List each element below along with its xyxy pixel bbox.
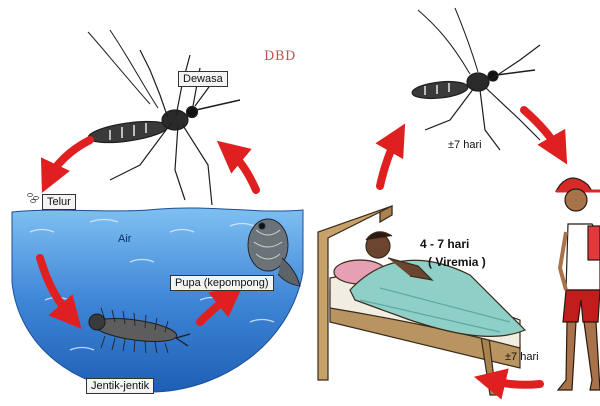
- mosquito-carrier-icon: [411, 8, 540, 150]
- label-incubation-human: ±7 hari: [505, 350, 539, 364]
- egg-cluster-icon: [28, 194, 39, 203]
- label-viremia: ( Viremia ): [428, 255, 486, 269]
- schoolboy-icon: [556, 178, 600, 390]
- arrow-pupa-to-adult: [228, 150, 256, 190]
- sick-patient-in-bed-icon: [318, 206, 525, 395]
- arrow-human-to-mosquito: [380, 136, 398, 186]
- label-pupa: Pupa (kepompong): [170, 275, 274, 291]
- arrow-adult-to-egg: [48, 140, 90, 180]
- arrow-mosquito-to-human: [524, 110, 560, 152]
- label-water: Air: [118, 232, 131, 246]
- mosquito-adult-icon: [87, 30, 240, 205]
- diagram-title: DBD: [264, 50, 296, 64]
- label-host-period: 4 - 7 hari: [420, 237, 469, 251]
- label-incubation-mosquito: ±7 hari: [448, 138, 482, 152]
- label-egg: Telur: [42, 194, 76, 210]
- arrow-human-to-patient: [488, 380, 540, 385]
- label-larva: Jentik-jentik: [86, 378, 154, 394]
- label-adult: Dewasa: [178, 71, 228, 87]
